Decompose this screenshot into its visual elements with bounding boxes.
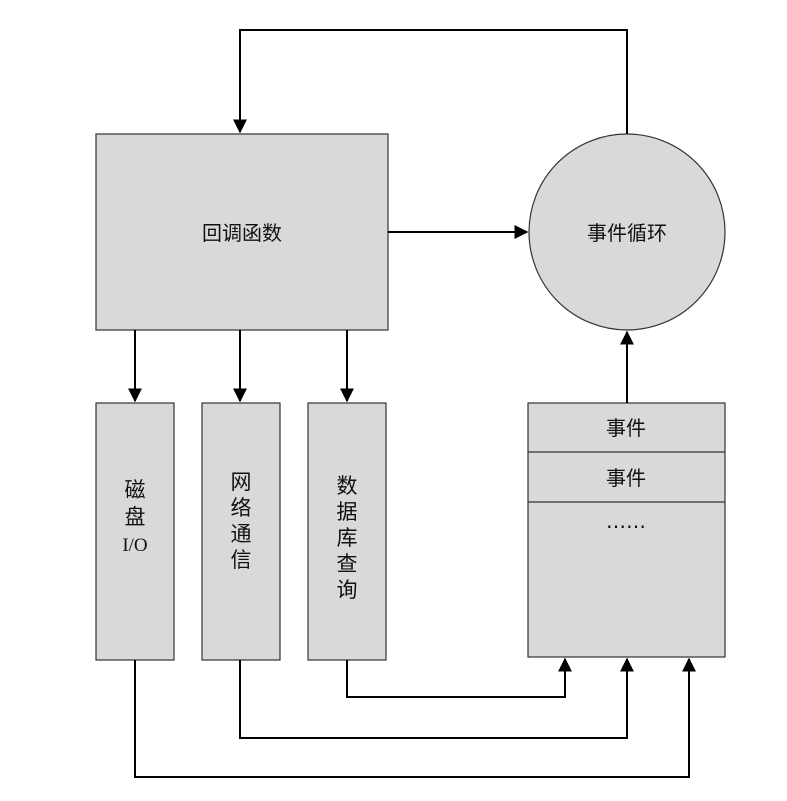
- network-node: 网 络 通 信: [201, 402, 281, 661]
- event-queue-node: 事件 事件 ……: [527, 402, 726, 658]
- arrow-event-loop-to-callback: [233, 29, 628, 134]
- database-label-char-1: 数: [337, 474, 358, 498]
- arrow-network-to-event-queue: [239, 657, 634, 739]
- database-node: 数 据 库 查 询: [307, 402, 387, 661]
- event-queue-box: [527, 402, 726, 658]
- callback-label: 回调函数: [202, 221, 282, 245]
- network-label-char-4: 信: [231, 548, 252, 572]
- disk-io-box: [95, 402, 175, 661]
- event-queue-item: 事件: [606, 466, 646, 490]
- database-label-char-2: 据: [337, 500, 358, 524]
- network-box: [201, 402, 281, 661]
- disk-io-node: 磁 盘 I/O: [95, 402, 175, 661]
- network-label-char-2: 络: [231, 496, 252, 520]
- database-box: [307, 402, 387, 661]
- event-queue-item-ellipsis: ……: [606, 509, 646, 533]
- network-label-char-3: 通: [231, 522, 252, 546]
- database-label-char-5: 询: [337, 578, 358, 602]
- arrow-database-to-event-queue: [346, 657, 572, 698]
- event-loop-node: 事件循环: [528, 133, 726, 331]
- database-label-char-4: 查: [337, 552, 358, 576]
- disk-io-label-char-1: 磁: [125, 478, 146, 502]
- callback-node: 回调函数: [95, 133, 389, 331]
- event-queue-item: 事件: [606, 416, 646, 440]
- disk-io-label-char-2: 盘: [125, 505, 146, 529]
- event-loop-label: 事件循环: [587, 221, 667, 245]
- disk-io-label-io: I/O: [122, 535, 147, 556]
- network-label-char-1: 网: [231, 470, 252, 494]
- database-label-char-3: 库: [337, 526, 358, 550]
- arrow-disk-io-to-event-queue: [134, 657, 696, 778]
- callback-box: [95, 133, 389, 331]
